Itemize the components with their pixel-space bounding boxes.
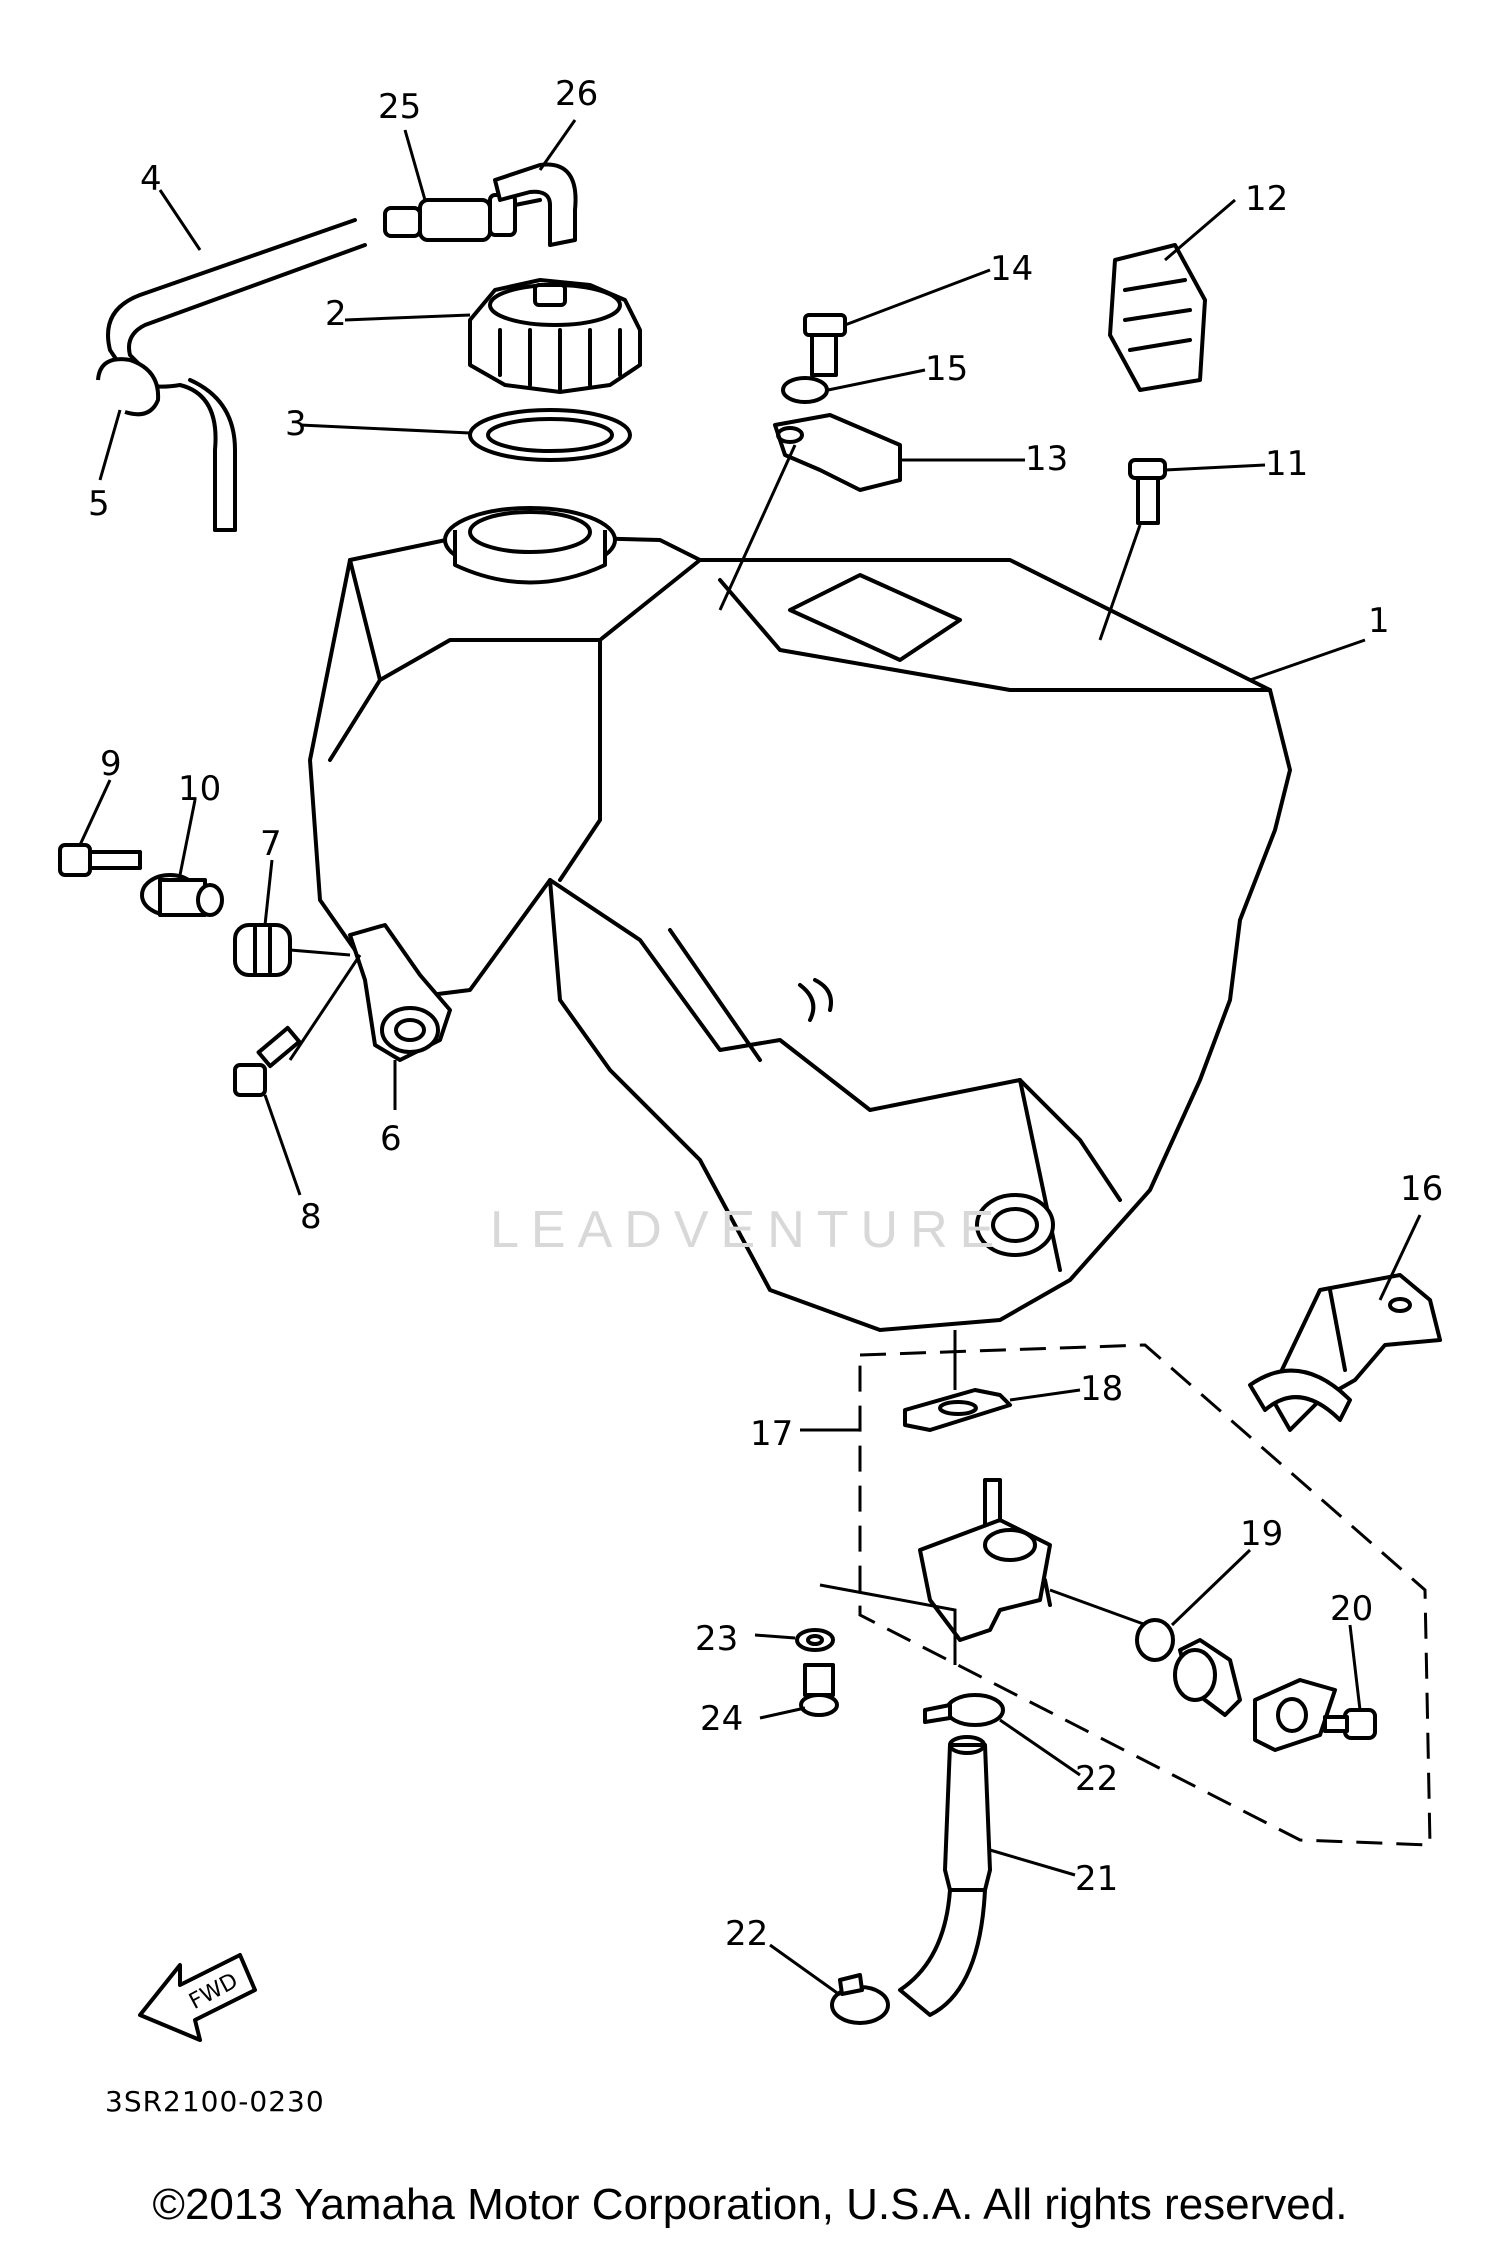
- callout-18: 18: [1080, 1369, 1123, 1409]
- cock-plate: [1253, 1678, 1337, 1752]
- bracket-6: [348, 923, 452, 1062]
- fuel-cock: [918, 1478, 1052, 1642]
- copyright-notice: ©2013 Yamaha Motor Corporation, U.S.A. A…: [152, 2180, 1348, 2229]
- diagram-code: 3SR2100-0230: [105, 2085, 325, 2118]
- clamp-22-upper: [923, 1693, 1005, 1727]
- callout-6: 6: [380, 1119, 402, 1159]
- check-valve: [383, 193, 542, 242]
- callout-8: 8: [300, 1197, 322, 1237]
- fuel-hose: [898, 1735, 992, 2017]
- callout-22b: 22: [725, 1914, 768, 1954]
- washer-15: [781, 376, 829, 404]
- callout-15: 15: [925, 349, 968, 389]
- o-ring-19: [1135, 1618, 1175, 1662]
- callout-12: 12: [1245, 179, 1288, 219]
- cap-gasket: [468, 408, 632, 462]
- callout-numbers: 1 2 3 4 5 6 7 8 9 10 11 12 13 14 15 16 1…: [88, 74, 1443, 1954]
- leader-lines: [78, 119, 1422, 1997]
- callout-11: 11: [1265, 444, 1308, 484]
- bracket-13: [773, 413, 902, 492]
- collar-10: [140, 873, 224, 917]
- callout-21: 21: [1075, 1859, 1118, 1899]
- vent-hose: [493, 162, 578, 247]
- fuel-cap: [468, 278, 642, 394]
- bolt-9: [58, 843, 142, 877]
- callout-23: 23: [695, 1619, 738, 1659]
- callout-9: 9: [100, 744, 122, 784]
- fuel-cock-guard: [1248, 1273, 1442, 1432]
- callout-5: 5: [88, 484, 110, 524]
- callout-4: 4: [140, 159, 162, 199]
- callout-19: 19: [1240, 1514, 1283, 1554]
- callout-22a: 22: [1075, 1759, 1118, 1799]
- callout-24: 24: [700, 1699, 743, 1739]
- bolt-14: [803, 313, 847, 377]
- callout-20: 20: [1330, 1589, 1373, 1629]
- cock-gasket: [903, 1388, 1012, 1432]
- fuel-tank: [308, 506, 1292, 1332]
- hose-clamp: [96, 357, 161, 417]
- cock-lever: [1173, 1638, 1242, 1717]
- callout-10: 10: [178, 769, 221, 809]
- callout-26: 26: [555, 74, 598, 114]
- fwd-arrow: FWD: [138, 1953, 257, 2042]
- watermark: LEADVENTURE: [490, 1201, 1007, 1259]
- callout-7: 7: [260, 824, 282, 864]
- clamp-22-lower: [830, 1973, 890, 2025]
- callout-13: 13: [1025, 439, 1068, 479]
- rubber-pad: [1108, 243, 1207, 392]
- washer-23: [795, 1628, 835, 1652]
- callout-3: 3: [285, 404, 307, 444]
- callout-1: 1: [1368, 601, 1390, 641]
- bolt-8: [233, 1025, 302, 1097]
- bolt-24: [799, 1663, 839, 1717]
- damper-7: [233, 923, 292, 977]
- callout-17: 17: [750, 1414, 793, 1454]
- screw-11: [1128, 458, 1167, 525]
- screw-20: [1323, 1708, 1377, 1740]
- callout-16: 16: [1400, 1169, 1443, 1209]
- callout-14: 14: [990, 249, 1033, 289]
- callout-2: 2: [325, 294, 347, 334]
- callout-25: 25: [378, 87, 421, 127]
